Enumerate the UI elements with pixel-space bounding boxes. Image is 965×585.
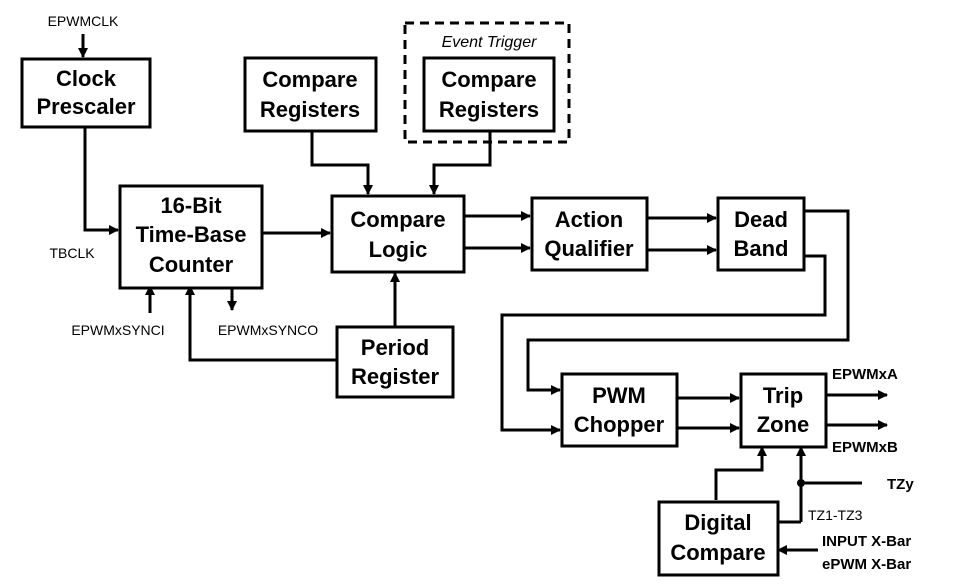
action-qualifier-block: Action Qualifier — [530, 196, 649, 272]
event-trigger-compare-registers-block: Compare Registers — [422, 56, 556, 133]
signal-tz1-tz3: TZ1-TZ3 — [808, 507, 863, 523]
trip-zone-block: Trip Zone — [739, 372, 828, 449]
compare-registers-block: Compare Registers — [243, 56, 378, 133]
block-label: Chopper — [574, 412, 665, 437]
signal-epwmxa: EPWMxA — [832, 366, 898, 383]
block-label: Compare — [670, 540, 765, 565]
compare-logic-block: Compare Logic — [330, 194, 466, 274]
block-label: PWM — [592, 383, 646, 408]
block-label: Compare — [441, 67, 536, 92]
block-label: 16-Bit — [160, 193, 222, 218]
block-label: Clock — [56, 66, 117, 91]
dead-band-block: Dead Band — [716, 196, 806, 272]
pwm-chopper-block: PWM Chopper — [560, 372, 679, 448]
block-label: Trip — [763, 383, 803, 408]
wire-event-trigger-reg-to-logic — [429, 131, 492, 195]
block-label: Counter — [149, 252, 234, 277]
event-trigger-label-bg — [426, 30, 550, 52]
event-trigger-group — [403, 21, 571, 144]
wire-dc-to-tz — [714, 446, 767, 500]
signal-epwmclk: EPWMCLK — [48, 13, 119, 29]
junction-dot — [797, 479, 805, 487]
wire-compare-reg-to-logic — [310, 131, 373, 195]
block-label: Action — [555, 207, 623, 232]
block-label: Prescaler — [36, 94, 136, 119]
signal-epwm-xbar: ePWM X-Bar — [822, 556, 911, 573]
block-label: Period — [361, 335, 429, 360]
block-label: Registers — [439, 97, 539, 122]
wire-period-to-counter — [185, 285, 337, 362]
signal-input-xbar: INPUT X-Bar — [822, 533, 911, 550]
block-label: Compare — [350, 207, 445, 232]
wire-db-to-chopper-bottom — [500, 254, 827, 435]
wire-tbclk — [83, 127, 119, 235]
time-base-counter-block: 16-Bit Time-Base Counter — [118, 184, 264, 290]
connections — [78, 34, 888, 555]
signal-tbclk: TBCLK — [49, 245, 95, 261]
block-label: Qualifier — [544, 236, 634, 261]
signal-tzy: TZy — [887, 476, 914, 493]
wire-db-to-chopper-top — [526, 209, 850, 395]
digital-compare-block: Digital Compare — [657, 500, 780, 577]
block-label: Registers — [260, 97, 360, 122]
block-label: Zone — [757, 412, 810, 437]
period-register-block: Period Register — [335, 325, 455, 399]
signal-epwmxsynci: EPWMxSYNCI — [71, 322, 164, 338]
block-label: Compare — [262, 67, 357, 92]
block-label: Logic — [369, 237, 428, 262]
block-label: Time-Base — [136, 222, 247, 247]
block-label: Register — [351, 364, 439, 389]
block-label: Digital — [684, 510, 751, 535]
block-label: Band — [734, 236, 789, 261]
signal-epwmxb: EPWMxB — [832, 439, 898, 456]
event-trigger-label: Event Trigger — [442, 34, 538, 51]
clock-prescaler-block: Clock Prescaler — [20, 57, 152, 129]
block-label: Dead — [734, 207, 788, 232]
signal-epwmxsynco: EPWMxSYNCO — [218, 322, 318, 338]
